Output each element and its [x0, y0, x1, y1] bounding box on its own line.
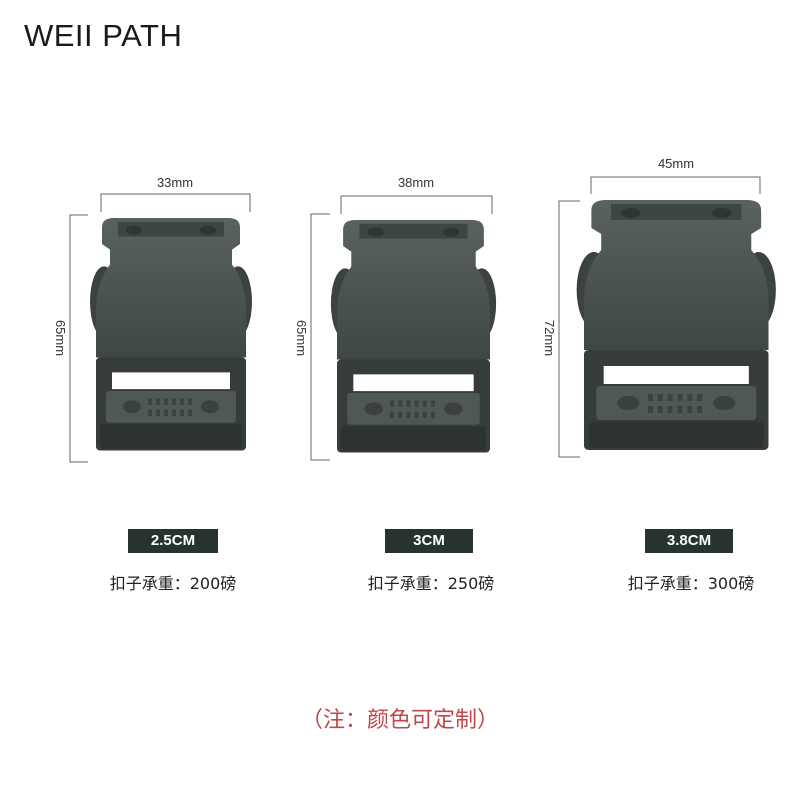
buckle-2-height-label: 65mm — [294, 320, 309, 356]
buckle-2-width-label: 38mm — [398, 175, 434, 190]
color-customization-note: （注：颜色可定制） — [300, 708, 499, 733]
buckle-1: 33mm 65mm — [53, 175, 252, 463]
brand-logo: WEII PATH — [24, 18, 182, 54]
size-badge-1: 2.5CM — [128, 529, 218, 553]
load-capacity-2: 扣子承重：250磅 — [367, 574, 495, 593]
buckle-1-width-label: 33mm — [157, 175, 193, 190]
buckle-2: 38mm 65mm — [294, 175, 497, 461]
buckle-3-width-label: 45mm — [658, 156, 694, 171]
buckle-3-height-label: 72mm — [542, 320, 557, 356]
load-capacity-1: 扣子承重：200磅 — [109, 574, 237, 593]
buckle-3: 45mm 72mm — [542, 156, 776, 458]
buckle-1-height-label: 65mm — [53, 320, 68, 356]
load-capacity-3: 扣子承重：300磅 — [627, 574, 755, 593]
brand-logo-text: WEII PATH — [24, 18, 183, 53]
size-badge-3: 3.8CM — [645, 529, 733, 553]
size-badge-2: 3CM — [385, 529, 473, 553]
